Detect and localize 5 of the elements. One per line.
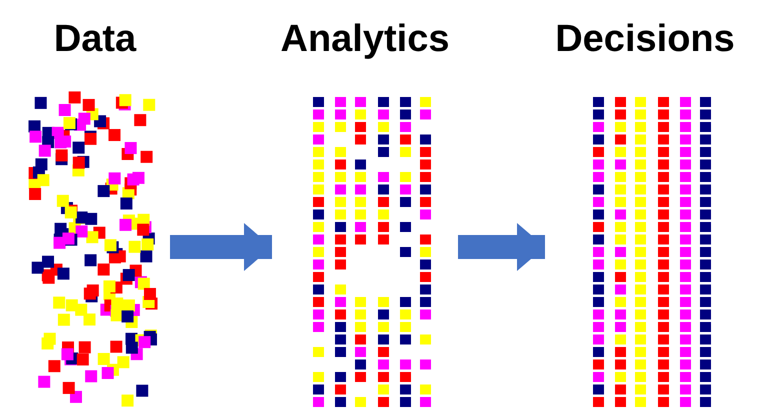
- arrow: [458, 223, 545, 271]
- heading: Data: [54, 17, 136, 62]
- heading: Analytics: [280, 17, 450, 62]
- arrow: [170, 223, 272, 271]
- heading: Decisions: [555, 17, 735, 62]
